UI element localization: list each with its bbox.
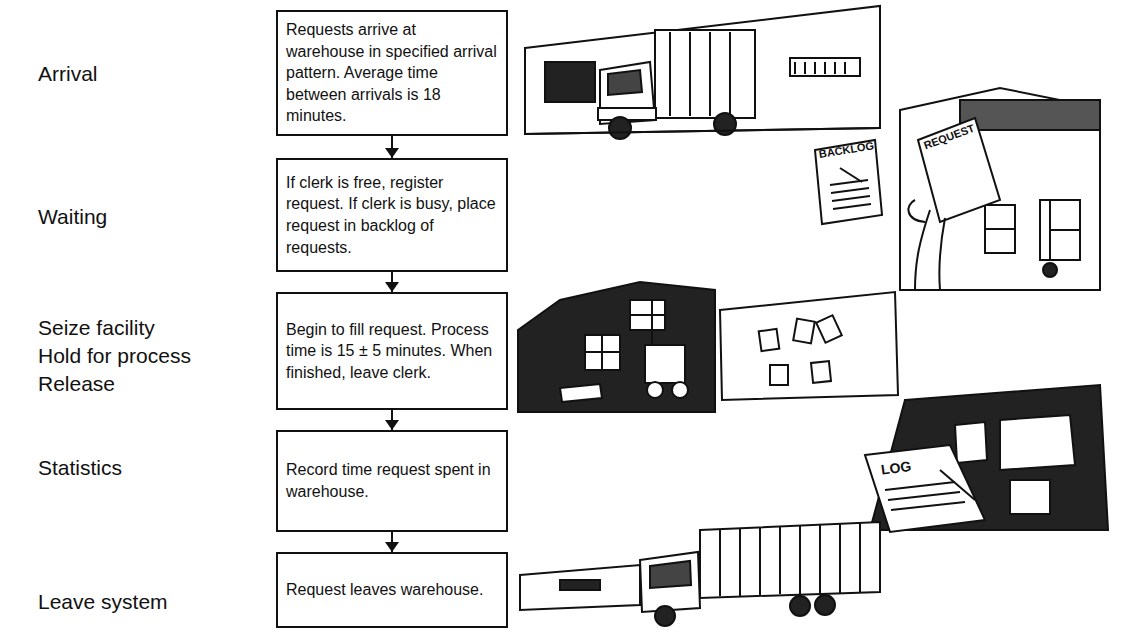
process-box: Record time request spent in warehouse. bbox=[276, 430, 508, 532]
stage-label: Seize facility bbox=[38, 316, 155, 340]
box-text: Begin to fill request. Process time is 1… bbox=[286, 319, 498, 384]
flow-arrow bbox=[385, 532, 399, 552]
stage-label: Statistics bbox=[38, 456, 122, 480]
box-text: Requests arrive at warehouse in specifie… bbox=[286, 19, 498, 127]
flow-arrow bbox=[385, 272, 399, 292]
forklift-board-illustration bbox=[518, 282, 898, 412]
process-box: Request leaves warehouse. bbox=[276, 552, 508, 628]
flow-arrow bbox=[385, 136, 399, 158]
flow-arrow bbox=[385, 410, 399, 430]
leaving-truck-illustration bbox=[520, 522, 880, 626]
stage-label: Waiting bbox=[38, 205, 107, 229]
box-text: Record time request spent in warehouse. bbox=[286, 459, 498, 502]
stage-label: Leave system bbox=[38, 590, 168, 614]
stage-label: Arrival bbox=[38, 62, 98, 86]
stage-label: Release bbox=[38, 372, 115, 396]
box-text: Request leaves warehouse. bbox=[286, 579, 483, 601]
log-illustration bbox=[865, 385, 1108, 532]
warehouse-truck-illustration bbox=[525, 6, 880, 139]
box-text: If clerk is free, register request. If c… bbox=[286, 172, 498, 258]
backlog-request-illustration bbox=[815, 88, 1100, 290]
process-box: If clerk is free, register request. If c… bbox=[276, 158, 508, 272]
process-box: Begin to fill request. Process time is 1… bbox=[276, 292, 508, 410]
stage-label: Hold for process bbox=[38, 344, 191, 368]
process-box: Requests arrive at warehouse in specifie… bbox=[276, 10, 508, 136]
